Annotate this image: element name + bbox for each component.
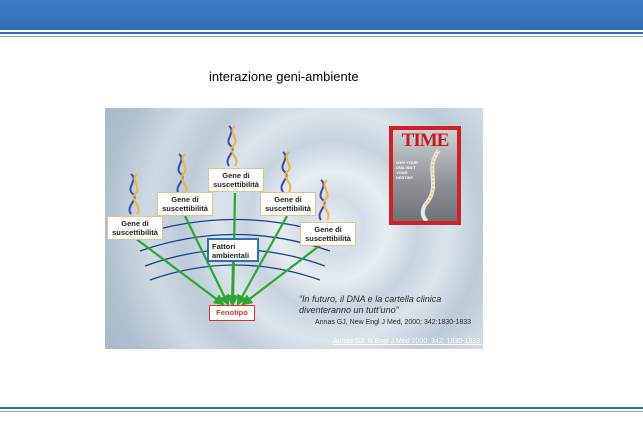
gene-box-5: Gene di suscettibilità — [300, 222, 356, 246]
gene-box-4: Gene di suscettibilità — [260, 192, 316, 216]
dna-icon — [176, 153, 188, 195]
dna-zipper-icon — [420, 148, 441, 221]
diagram-graphics — [128, 125, 336, 307]
dna-icons — [128, 125, 330, 221]
quote-reference: Annas GJ, New Engl J Med, 2000; 342:1830… — [315, 319, 472, 326]
footer-divider-thin — [0, 411, 643, 412]
arrow-1 — [134, 237, 225, 306]
quote-text: “In futuro, il DNA e la cartella clinica… — [299, 294, 442, 315]
arrow-4 — [236, 215, 288, 306]
arc-4 — [149, 264, 321, 281]
dna-icon — [128, 173, 140, 215]
arrow-2 — [184, 215, 230, 306]
dna-icon — [318, 179, 330, 221]
magazine-cover-text: WHY YOUR DNA ISN'T YOUR DESTINY — [396, 160, 418, 180]
gene-box-2: Gene di suscettibilità — [157, 192, 213, 216]
gene-box-3: Gene di suscettibilità — [208, 168, 264, 192]
phenotype-box: Fenotipo — [209, 305, 255, 321]
magazine-cover-image: TIME WHY YOUR DNA ISN'T YOUR DESTINY — [393, 130, 457, 221]
slide-image: Gene di suscettibilità Gene di suscettib… — [105, 108, 483, 349]
arrow-env — [226, 261, 238, 307]
footer-divider — [0, 407, 643, 409]
gene-box-1: Gene di suscettibilità — [107, 216, 163, 240]
header-divider — [0, 32, 643, 34]
dna-icon — [280, 151, 292, 193]
slide-title: interazione geni-ambiente — [209, 69, 359, 84]
environment-box: Fattori ambientali — [207, 238, 259, 262]
dna-icon — [226, 125, 238, 167]
time-magazine-cover: TIME WHY YOUR DNA ISN'T YOUR DESTINY — [389, 126, 461, 225]
citation-link[interactable]: Annas GJ. N Engl J Med 2000; 342: 1830-1… — [333, 338, 483, 345]
header-divider-thin — [0, 36, 643, 37]
arrow-5 — [241, 239, 328, 306]
magazine-logo: TIME — [401, 130, 450, 151]
header-bar — [0, 0, 643, 30]
